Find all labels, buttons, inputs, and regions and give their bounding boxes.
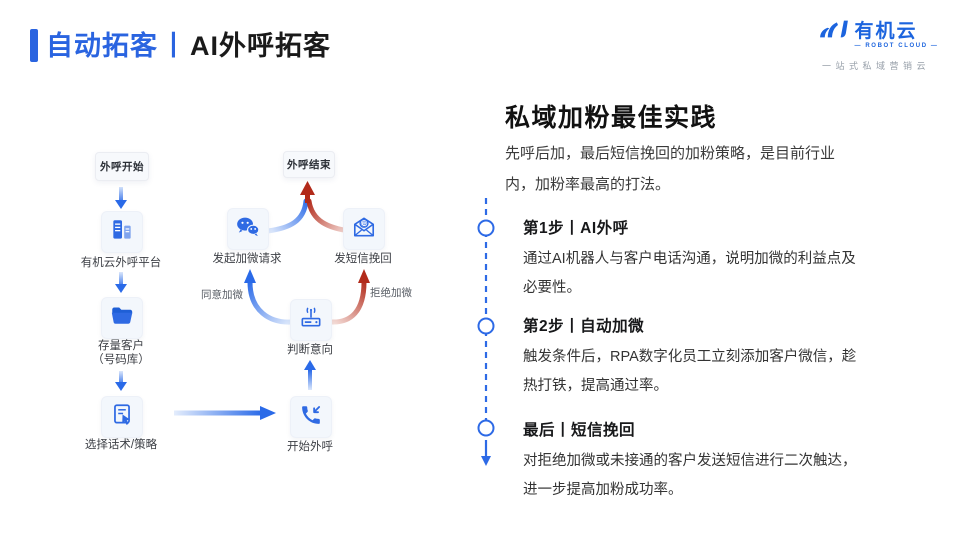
node-customers <box>101 297 143 339</box>
folder-icon <box>109 303 135 334</box>
node-script <box>101 396 143 438</box>
page-title-secondary: AI外呼拓客 <box>190 31 331 61</box>
page-title-primary: 自动拓客 <box>46 31 158 61</box>
timeline-arrow-icon <box>481 456 491 466</box>
node-sms-label: 发短信挽回 <box>334 253 392 265</box>
step-3-body: 对拒绝加微或未接通的客户发送短信进行二次触达，进一步提高加粉成功率。 <box>523 453 857 498</box>
wechat-icon <box>235 214 261 245</box>
step-3-title: 最后丨短信挽回 <box>523 422 636 439</box>
server-icon <box>109 217 135 248</box>
timeline-circle-1 <box>477 219 495 237</box>
step-3: 最后丨短信挽回 对拒绝加微或未接通的客户发送短信进行二次触达，进一步提高加粉成功… <box>523 418 875 505</box>
node-call-label: 开始外呼 <box>287 441 333 453</box>
node-call <box>290 396 332 438</box>
svg-text:@: @ <box>361 219 367 227</box>
node-customers-label: 存量客户 （号码库） <box>92 340 150 366</box>
node-intent <box>290 299 332 341</box>
timeline-circle-2 <box>477 317 495 335</box>
title-accent-bar <box>30 29 38 62</box>
brand-logo: 有机云 — ROBOT CLOUD — 一站式私域营销云 <box>798 18 954 72</box>
node-intent-label: 判断意向 <box>287 344 333 356</box>
panel-intro: 先呼后加，最后短信挽回的加粉策略，是目前行业内，加粉率最高的打法。 <box>505 145 836 193</box>
flow-start-box: 外呼开始 <box>95 152 149 181</box>
edge-label-agree: 同意加微 <box>201 289 243 301</box>
panel-heading: 私域加粉最佳实践 <box>505 104 718 132</box>
timeline <box>477 198 495 466</box>
node-platform-label: 有机云外呼平台 <box>80 257 162 269</box>
step-1-body: 通过AI机器人与客户电话沟通，说明加微的利益点及必要性。 <box>523 251 856 296</box>
mail-at-icon: @ <box>351 214 377 245</box>
step-1: 第1步丨AI外呼 通过AI机器人与客户电话沟通，说明加微的利益点及必要性。 <box>523 216 875 303</box>
page-title-separator: 丨 <box>160 31 188 61</box>
phone-call-icon <box>298 402 324 433</box>
router-signal-icon <box>298 305 324 336</box>
node-sms: @ <box>343 208 385 250</box>
step-2: 第2步丨自动加微 触发条件后，RPA数字化员工立刻添加客户微信，趁热打铁，提高通… <box>523 314 875 401</box>
node-wechat-label: 发起加微请求 <box>212 253 282 265</box>
step-2-body: 触发条件后，RPA数字化员工立刻添加客户微信，趁热打铁，提高通过率。 <box>523 349 857 394</box>
brand-tagline: 一站式私域营销云 <box>821 61 930 71</box>
brand-subtitle: — ROBOT CLOUD — <box>854 42 939 49</box>
brand-name: 有机云 <box>854 20 918 42</box>
page-title: 自动拓客丨AI外呼拓客 <box>46 24 331 63</box>
step-1-title: 第1步丨AI外呼 <box>523 220 629 237</box>
edge-label-refuse: 拒绝加微 <box>370 287 412 299</box>
document-cursor-icon <box>109 402 135 433</box>
brand-logo-icon <box>814 18 850 53</box>
node-wechat <box>227 208 269 250</box>
node-platform <box>101 211 143 253</box>
step-2-title: 第2步丨自动加微 <box>523 318 645 335</box>
timeline-circle-3 <box>477 419 495 437</box>
flow-end-box: 外呼结束 <box>283 151 335 178</box>
node-script-label: 选择话术/策略 <box>84 439 158 451</box>
